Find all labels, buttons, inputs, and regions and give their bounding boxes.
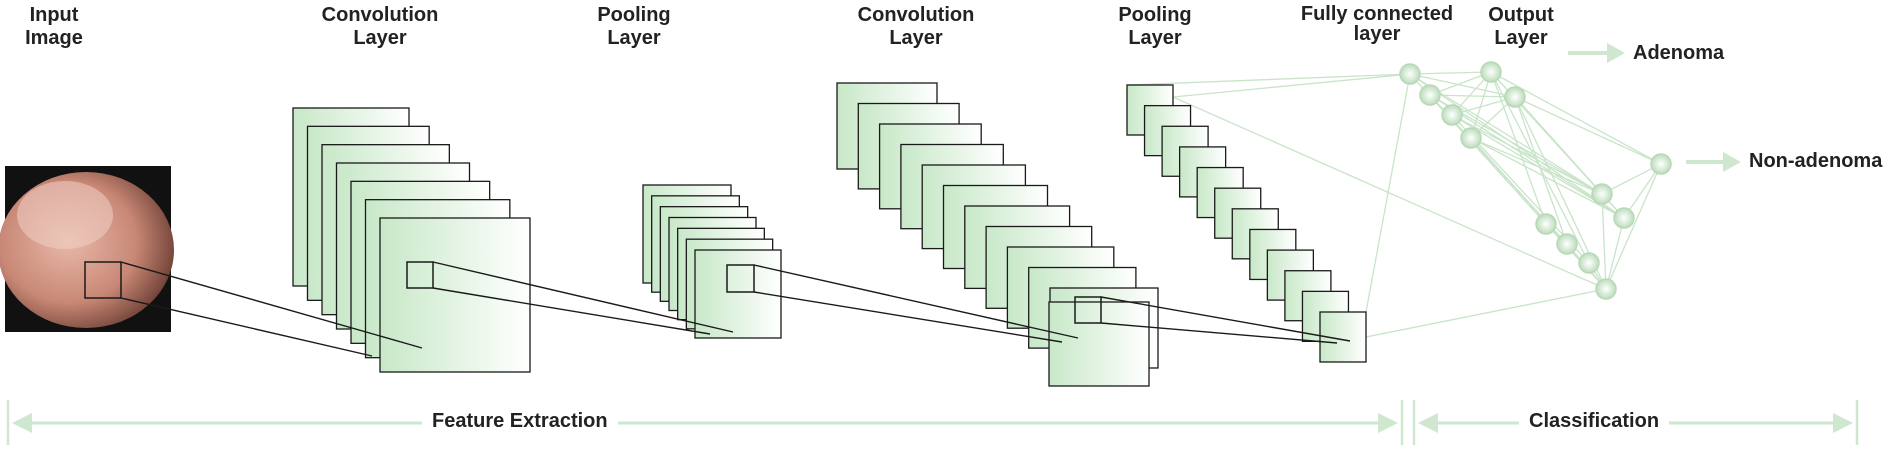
section-classification: Classification [1519, 410, 1670, 433]
fc-edge-3 [1429, 71, 1492, 96]
fc-edge-16 [1470, 137, 1625, 219]
fc-edge-31 [1601, 163, 1662, 195]
neuron-i [1613, 207, 1635, 229]
fc-edge-25 [1490, 71, 1547, 225]
proj-line-conv2-pool2-bottom [1100, 322, 1338, 344]
pool2-to-fc-line-1 [1127, 73, 1411, 86]
fc-edge-34 [1605, 217, 1625, 290]
fc-edge-dashed-2 [1514, 96, 1603, 195]
input-image [0, 166, 174, 332]
neuron-c [1441, 104, 1463, 126]
neuron-f [1504, 86, 1526, 108]
output-arrow-non-adenoma-head [1723, 152, 1741, 172]
fc-edge-1 [1409, 71, 1492, 75]
neuron-k [1556, 233, 1578, 255]
input-image-highlight [17, 181, 113, 249]
neuron-m [1595, 278, 1617, 300]
neuron-l [1578, 252, 1600, 274]
proj-line-conv2-pool2-top [1100, 296, 1351, 342]
conv2-map-extra [1048, 301, 1150, 387]
proj-line-conv1-pool1-top [432, 261, 734, 333]
conv1-map-7 [379, 217, 531, 373]
neuron-g [1650, 153, 1672, 175]
neuron-b [1419, 84, 1441, 106]
neuron-j [1535, 213, 1557, 235]
neuron-h [1591, 183, 1613, 205]
pool2-to-fc-line-4 [1365, 73, 1411, 313]
fc-edge-13 [1409, 73, 1625, 219]
neuron-d [1460, 127, 1482, 149]
fc-edge-32 [1623, 163, 1662, 219]
fc-edge-11 [1451, 114, 1603, 195]
feature-extraction-arrow-right-head [1378, 413, 1398, 433]
network-nodes [1399, 61, 1672, 300]
input-image-receptive-field [84, 261, 122, 299]
proj-line-image-conv1-bottom [120, 297, 373, 357]
fully-connected-network [1127, 71, 1662, 338]
classification-arrow-right-head [1833, 413, 1853, 433]
pool2-to-fc-line-2 [1172, 73, 1411, 98]
fc-edge-6 [1451, 96, 1516, 116]
conv1-receptive-field [406, 261, 434, 289]
pool1-receptive-field [726, 264, 755, 293]
pool2-to-fc-line-5 [1365, 288, 1607, 338]
projection-lines [120, 261, 1351, 357]
fc-edge-33 [1605, 163, 1662, 290]
proj-line-pool1-conv2-bottom [753, 291, 1063, 343]
output-adenoma: Adenoma [1633, 42, 1725, 64]
feature-maps [292, 82, 1367, 387]
output-non-adenoma: Non-adenoma [1749, 150, 1883, 172]
classification-arrow-left-head [1418, 413, 1438, 433]
fc-edge-30 [1514, 96, 1662, 165]
feature-extraction-arrow-left-head [12, 413, 32, 433]
neuron-e [1480, 61, 1502, 83]
section-feature-extraction: Feature Extraction [422, 410, 618, 433]
proj-line-pool1-conv2-top [753, 264, 1079, 339]
fc-edge-2 [1409, 73, 1516, 98]
conv2-receptive-field [1074, 296, 1102, 324]
proj-line-image-conv1-top [120, 261, 423, 349]
output-arrow-adenoma-head [1607, 43, 1625, 63]
proj-line-conv1-pool1-bottom [432, 287, 711, 335]
neuron-a [1399, 63, 1421, 85]
fc-edge-35 [1601, 193, 1607, 290]
pool2-to-fc-line-3 [1172, 96, 1607, 290]
fc-edge-9 [1409, 73, 1603, 195]
